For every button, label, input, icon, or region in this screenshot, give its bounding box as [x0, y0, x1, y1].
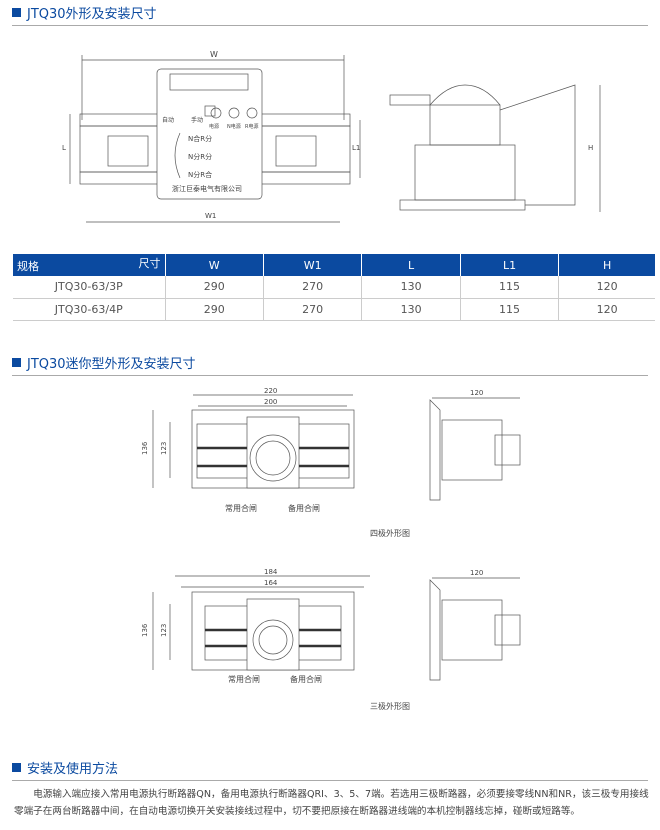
cell: 120 [558, 276, 655, 299]
section-header-mini: JTQ30迷你型外形及安装尺寸 [12, 350, 648, 376]
dim-220: 220 [264, 387, 277, 395]
label-backup-close: 备用合闸 [288, 503, 320, 513]
section-title: JTQ30迷你型外形及安装尺寸 [27, 357, 196, 372]
dim-200: 200 [264, 398, 277, 406]
col-l1: L1 [460, 254, 560, 276]
cell-model: JTQ30-63/4P [13, 298, 166, 321]
cell: 115 [460, 276, 560, 299]
square-bullet-icon [12, 763, 21, 772]
four-pole-front-drawing: 220 200 136 123 常用合闸 备用合闸 四极外形图 120 [141, 387, 521, 538]
label-pos3: N分R合 [188, 170, 212, 179]
dim-side-120: 120 [470, 569, 483, 577]
section-title: JTQ30外形及安装尺寸 [27, 7, 157, 22]
label-n-power: N电源 [227, 123, 241, 130]
three-pole-front-drawing: 184 164 136 123 常用合闸 备用合闸 三极外形图 120 [141, 568, 521, 711]
dimension-table: 规格 尺寸 W W1 L L1 H JTQ30-63/3P 290 270 130… [13, 254, 655, 321]
square-bullet-icon [12, 8, 21, 17]
dim-136: 136 [141, 441, 149, 455]
cell: 290 [165, 276, 264, 299]
label-pos2: N分R分 [188, 152, 212, 161]
table-row: JTQ30-63/3P 290 270 130 115 120 [13, 276, 655, 299]
label-company: 浙江巨泰电气有限公司 [172, 184, 242, 193]
caption-four-pole: 四极外形图 [370, 528, 410, 538]
dim-123: 123 [160, 442, 168, 455]
col-w: W [165, 254, 264, 276]
col-l: L [361, 254, 461, 276]
dim-123: 123 [160, 624, 168, 637]
cell-model: JTQ30-63/3P [13, 276, 166, 299]
dim-136: 136 [141, 623, 149, 637]
label-r-power: R电源 [245, 123, 258, 130]
cell: 270 [263, 298, 363, 321]
cell: 120 [558, 298, 655, 321]
dim-w1: W1 [205, 212, 216, 220]
label-normal-close: 常用合闸 [228, 674, 260, 684]
label-pos1: N合R分 [188, 134, 212, 143]
label-auto: 自动 [162, 116, 174, 124]
dim-h: H [588, 144, 593, 152]
corner-left: 规格 [17, 260, 39, 273]
cell: 130 [361, 276, 461, 299]
section-title: 安装及使用方法 [27, 762, 119, 777]
section-header-dimensions: JTQ30外形及安装尺寸 [12, 0, 648, 26]
cell: 290 [165, 298, 264, 321]
cell: 130 [361, 298, 461, 321]
usage-paragraph: 电源输入端应接入常用电源执行断路器QN，备用电源执行断路器QRI、3、5、7端。… [14, 789, 649, 817]
mini-drawings: 220 200 136 123 常用合闸 备用合闸 四极外形图 120 184 … [141, 387, 521, 711]
label-power: 电源 [209, 123, 219, 130]
corner-header: 规格 尺寸 [13, 254, 166, 276]
cell: 115 [460, 298, 560, 321]
dim-184: 184 [264, 568, 278, 576]
jtq30-drawing: W 自动 手动 电源 N电源 R电源 N合R分 N分R分 N分R合 浙江巨泰电气… [62, 50, 601, 223]
dim-164: 164 [264, 579, 278, 587]
dim-w: W [210, 50, 218, 59]
col-h: H [558, 254, 655, 276]
label-backup-close: 备用合闸 [290, 674, 322, 684]
label-manual: 手动 [191, 116, 203, 124]
section-header-usage: 安装及使用方法 [12, 755, 648, 781]
dim-side-120: 120 [470, 389, 483, 397]
label-normal-close: 常用合闸 [225, 503, 257, 513]
dim-l1: L1 [352, 144, 360, 152]
caption-three-pole: 三极外形图 [370, 701, 410, 711]
dim-l: L [62, 144, 66, 152]
col-w1: W1 [263, 254, 363, 276]
cell: 270 [263, 276, 363, 299]
corner-right: 尺寸 [138, 257, 161, 270]
square-bullet-icon [12, 358, 21, 367]
table-row: JTQ30-63/4P 290 270 130 115 120 [13, 298, 655, 321]
